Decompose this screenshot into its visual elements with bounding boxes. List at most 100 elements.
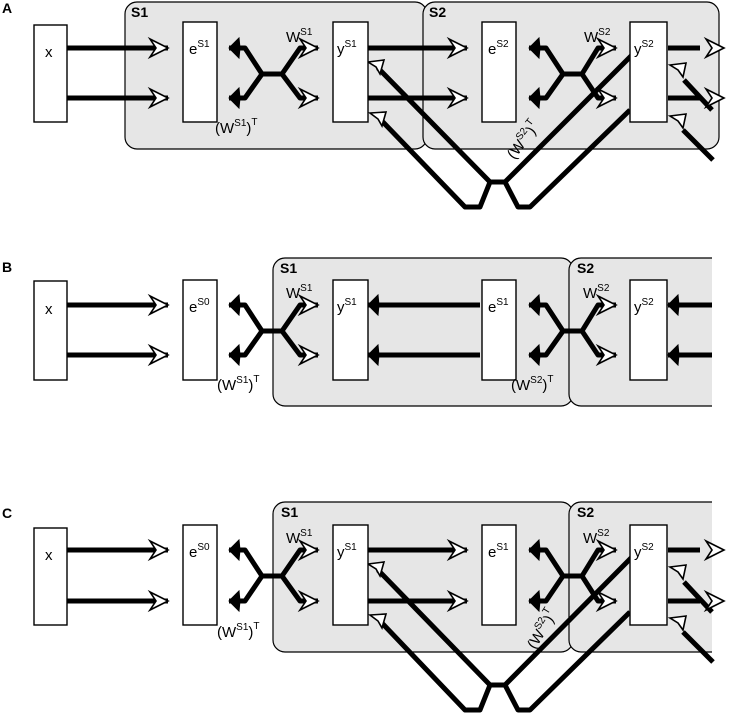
filled-arrow <box>667 343 680 367</box>
weight-label-w-s1-transpose: (WS1)T <box>217 621 260 641</box>
svg-text:yS2: yS2 <box>634 297 654 316</box>
error1-to-output1-wires <box>368 302 480 358</box>
svg-text:x: x <box>45 547 53 564</box>
open-arrow <box>446 538 469 562</box>
open-arrow <box>595 538 618 562</box>
open-arrow <box>667 113 688 130</box>
weight-label-w-s2-transpose: (WS2)T <box>511 374 554 394</box>
weight-label-w-s1-transpose: (WS1)T <box>217 374 260 394</box>
filled-arrow <box>528 86 541 110</box>
svg-text:yS1: yS1 <box>337 39 357 58</box>
open-arrow <box>297 86 320 110</box>
open-arrow <box>703 538 726 562</box>
node-output-s2: yS2 <box>629 21 668 123</box>
node-error-s1: eS1 <box>481 279 517 381</box>
open-arrow <box>595 343 618 367</box>
node-input-x: x <box>33 280 68 381</box>
svg-text:x: x <box>45 301 53 318</box>
open-arrow <box>703 589 726 613</box>
open-arrow <box>667 62 688 79</box>
open-arrow <box>297 293 320 317</box>
open-arrow <box>667 564 688 581</box>
feedback-wire-1 <box>376 53 634 185</box>
filled-arrow <box>528 589 541 613</box>
node-error-s1: eS1 <box>481 524 517 626</box>
node-output-s1: yS1 <box>332 21 369 123</box>
weight-label-w-s1: WS1 <box>286 27 313 46</box>
open-arrow <box>595 36 618 60</box>
node-input-x: x <box>33 24 68 123</box>
svg-text:yS1: yS1 <box>337 297 357 316</box>
open-arrow <box>667 615 688 632</box>
svg-text:x: x <box>45 44 53 61</box>
svg-text:eS1: eS1 <box>488 542 509 561</box>
open-arrow <box>297 538 320 562</box>
open-arrow <box>147 589 170 613</box>
svg-text:yS1: yS1 <box>337 542 357 561</box>
svg-text:eS0: eS0 <box>189 297 210 316</box>
arrowheads <box>147 538 726 632</box>
stage-s2-label: S2 <box>577 260 594 276</box>
open-arrow <box>147 86 170 110</box>
weight-label-w-s2: WS2 <box>584 27 611 46</box>
filled-arrow <box>228 86 241 110</box>
stage-s2-label: S2 <box>577 504 594 520</box>
filled-arrow <box>528 343 541 367</box>
filled-arrow <box>228 538 241 562</box>
stage-s1-label: S1 <box>281 504 298 520</box>
node-output-s1: yS1 <box>332 524 369 626</box>
open-arrow <box>147 343 170 367</box>
region-cutoff <box>712 500 732 656</box>
output1-to-error1-wires <box>368 547 467 604</box>
output2-outgoing-wires <box>668 45 700 101</box>
open-arrow <box>703 36 726 60</box>
filled-arrow <box>528 293 541 317</box>
panel-a: A S1 S2 <box>2 0 726 210</box>
open-arrow <box>367 613 388 631</box>
svg-text:eS0: eS0 <box>189 542 210 561</box>
filled-arrow <box>367 343 380 367</box>
arrowheads <box>147 36 726 130</box>
open-arrow <box>367 111 388 129</box>
open-arrow <box>365 561 386 579</box>
filled-arrow <box>528 538 541 562</box>
filled-arrow <box>367 293 380 317</box>
open-arrow <box>297 589 320 613</box>
node-output-s2: yS2 <box>629 279 668 381</box>
panel-label-b: B <box>2 259 12 275</box>
weight-label-w-s1: WS1 <box>286 283 313 302</box>
filled-arrow <box>528 36 541 60</box>
feedback-wire-2 <box>379 108 632 210</box>
node-output-s1: yS1 <box>332 279 369 381</box>
open-arrow <box>595 86 618 110</box>
weight-label-w-s2: WS2 <box>583 528 610 547</box>
open-arrow <box>365 59 386 77</box>
panel-label-c: C <box>2 505 12 521</box>
arrowheads <box>147 293 680 367</box>
node-error-s1: eS1 <box>182 21 218 123</box>
region-cutoff <box>712 256 732 408</box>
feedback-wire-1 <box>376 555 634 688</box>
open-arrow <box>446 86 469 110</box>
weight-label-w-s1-transpose: (WS1)T <box>215 117 258 137</box>
weight-label-w-s2: WS2 <box>583 283 610 302</box>
stage-s1-label: S1 <box>280 260 297 276</box>
open-arrow <box>297 343 320 367</box>
svg-text:eS1: eS1 <box>189 39 210 58</box>
filled-arrow <box>228 343 241 367</box>
open-arrow <box>147 538 170 562</box>
svg-text:yS2: yS2 <box>634 39 654 58</box>
panel-c: C S1 S2 <box>2 500 732 713</box>
panel-label-a: A <box>2 0 12 16</box>
svg-text:eS1: eS1 <box>488 297 509 316</box>
node-input-x: x <box>33 527 68 626</box>
input-to-error-wires <box>67 302 168 358</box>
weight-label-w-s1: WS1 <box>286 528 313 547</box>
filled-arrow <box>228 589 241 613</box>
output1-to-error2-wires <box>368 45 467 101</box>
panel-b: B S1 S2 <box>2 256 732 408</box>
filled-arrow <box>228 293 241 317</box>
open-arrow <box>147 293 170 317</box>
stage-s1-label: S1 <box>131 4 148 20</box>
open-arrow <box>147 36 170 60</box>
